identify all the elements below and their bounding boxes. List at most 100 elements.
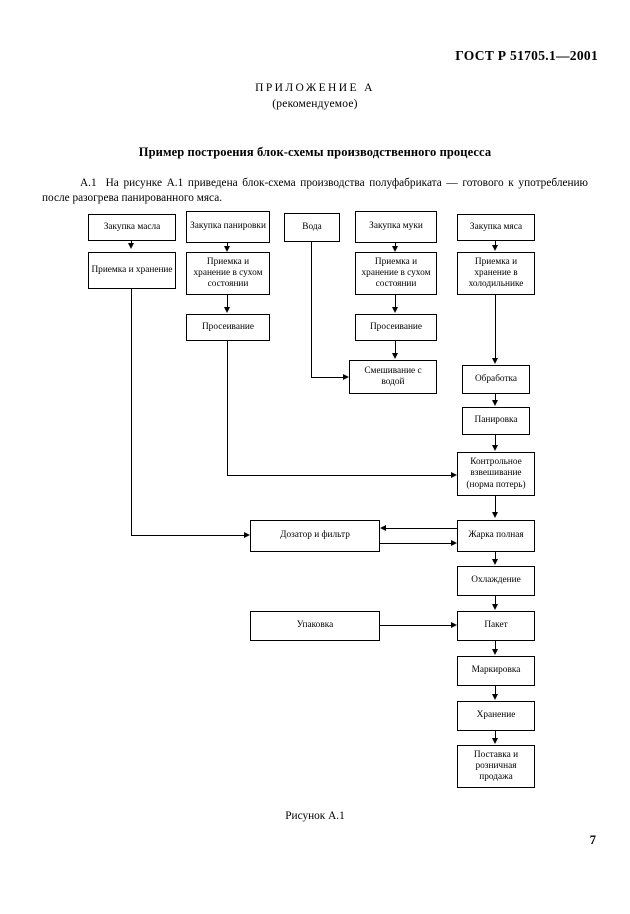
arrow-meat-purchase-to-receipt [492, 245, 498, 251]
node-control-weighing: Контрольное взвешивание (норма потерь) [457, 452, 535, 496]
edge-bag-to-marking [495, 641, 497, 649]
node-meat-purchase: Закупка мяса [457, 214, 535, 241]
arrow-storage-to-delivery [492, 738, 498, 744]
arrow-breading-purchase-to-receipt [224, 246, 230, 252]
node-storage: Хранение [457, 701, 535, 731]
arrow-oil-purchase-to-receipt [128, 243, 134, 249]
edge-breading-sifting-down [227, 341, 229, 476]
clause-number: А.1 [80, 177, 97, 189]
arrow-breading-to-control-weighing [492, 445, 498, 451]
arrow-breading-receipt-to-sifting [224, 307, 230, 313]
clause-text: На рисунке А.1 приведена блок-схема прои… [42, 177, 588, 204]
arrow-oil-into-doser [244, 532, 250, 538]
node-mixing-with-water: Смешивание с водой [349, 360, 437, 394]
arrow-marking-to-storage [492, 694, 498, 700]
node-processing: Обработка [462, 365, 530, 394]
node-cooling: Охлаждение [457, 566, 535, 596]
node-delivery-retail: Поставка и розничная продажа [457, 745, 535, 788]
edge-cooling-to-bag [495, 596, 497, 605]
edge-water-to-mixing [311, 377, 343, 379]
edge-breading-to-control-weighing [227, 475, 451, 477]
node-label: Закупка масла [103, 221, 161, 232]
node-breading-step: Панировка [462, 407, 530, 435]
edge-breading-receipt-to-sifting [227, 295, 229, 308]
edge-doser-to-frying [380, 543, 451, 545]
node-packaging: Упаковка [250, 611, 380, 641]
node-flour-purchase: Закупка муки [355, 211, 437, 243]
node-label: Закупка муки [369, 221, 423, 232]
arrow-packaging-into-bag [451, 622, 457, 628]
node-marking: Маркировка [457, 656, 535, 686]
node-label: Упаковка [296, 620, 334, 631]
node-label: Пакет [484, 620, 508, 631]
edge-control-weighing-to-frying [495, 496, 497, 512]
node-label: Приемка и хранение в сухом состоянии [361, 256, 431, 290]
edge-packaging-to-bag [380, 625, 451, 627]
node-breading-purchase: Закупка панировки [186, 211, 270, 243]
node-label: Смешивание с водой [364, 365, 422, 387]
edge-oil-receipt-down [131, 289, 133, 536]
edge-processing-to-breading [495, 394, 497, 401]
node-meat-receipt: Приемка и хранение в холодильнике [457, 252, 535, 295]
node-water: Вода [284, 213, 340, 242]
arrow-flour-sifting-to-mixing [392, 353, 398, 359]
node-flour-sifting: Просеивание [355, 314, 437, 341]
node-label: Жарка полная [468, 530, 524, 541]
node-label: Вода [302, 221, 322, 232]
node-bag: Пакет [457, 611, 535, 641]
node-label: Дозатор и фильтр [280, 530, 350, 541]
node-label: Просеивание [369, 321, 423, 332]
figure-caption: Рисунок А.1 [285, 810, 345, 822]
arrow-frying-to-cooling [492, 559, 498, 565]
node-label: Приемка и хранение в холодильнике [468, 256, 524, 290]
edge-flour-sifting-to-mixing [395, 341, 397, 354]
arrow-breading-into-control-weighing [451, 472, 457, 478]
arrow-meat-receipt-to-processing [492, 358, 498, 364]
node-label: Контрольное взвешивание (норма потерь) [466, 457, 526, 490]
arrow-doser-into-frying [451, 540, 457, 546]
node-doser-filter: Дозатор и фильтр [250, 520, 380, 552]
arrow-flour-receipt-to-sifting [392, 307, 398, 313]
arrow-bag-to-marking [492, 649, 498, 655]
node-label: Хранение [476, 710, 516, 721]
node-label: Просеивание [201, 321, 255, 332]
edge-storage-to-delivery [495, 731, 497, 739]
node-full-frying: Жарка полная [457, 520, 535, 552]
arrow-frying-into-doser [380, 525, 386, 531]
arrow-control-weighing-to-frying [492, 512, 498, 518]
section-title: Пример построения блок-схемы производств… [138, 145, 492, 159]
edge-breading-to-control-weighing-v [495, 435, 497, 445]
edge-marking-to-storage [495, 686, 497, 694]
edge-flour-receipt-to-sifting [395, 295, 397, 308]
node-oil-purchase: Закупка масла [88, 214, 176, 241]
arrow-water-into-mixing [343, 374, 349, 380]
node-label: Приемка и хранение [91, 264, 173, 275]
node-label: Закупка мяса [469, 221, 523, 232]
node-label: Маркировка [471, 665, 521, 676]
edge-frying-to-doser [386, 528, 457, 530]
node-label: Охлаждение [471, 575, 521, 586]
page-number: 7 [589, 833, 596, 847]
arrow-flour-purchase-to-receipt [392, 246, 398, 252]
edge-meat-receipt-to-processing [495, 295, 497, 359]
appendix-subtitle: (рекомендуемое) [272, 98, 358, 110]
appendix-title: ПРИЛОЖЕНИЕ А [255, 82, 375, 94]
node-breading-receipt: Приемка и хранение в сухом состоянии [186, 252, 270, 295]
node-label: Панировка [474, 415, 518, 426]
edge-meat-purchase-to-receipt [495, 241, 497, 246]
standard-header: ГОСТ Р 51705.1—2001 [455, 48, 598, 63]
edge-water-down [311, 242, 313, 378]
node-label: Закупка панировки [190, 221, 266, 232]
node-label: Приемка и хранение в сухом состоянии [193, 256, 263, 290]
node-oil-receipt: Приемка и хранение [88, 252, 176, 289]
node-label: Поставка и розничная продажа [473, 749, 519, 783]
edge-oil-to-doser [131, 535, 244, 537]
node-breading-sifting: Просеивание [186, 314, 270, 341]
arrow-cooling-to-bag [492, 604, 498, 610]
node-flour-receipt: Приемка и хранение в сухом состоянии [355, 252, 437, 295]
node-label: Обработка [474, 373, 518, 384]
arrow-processing-to-breading [492, 400, 498, 406]
